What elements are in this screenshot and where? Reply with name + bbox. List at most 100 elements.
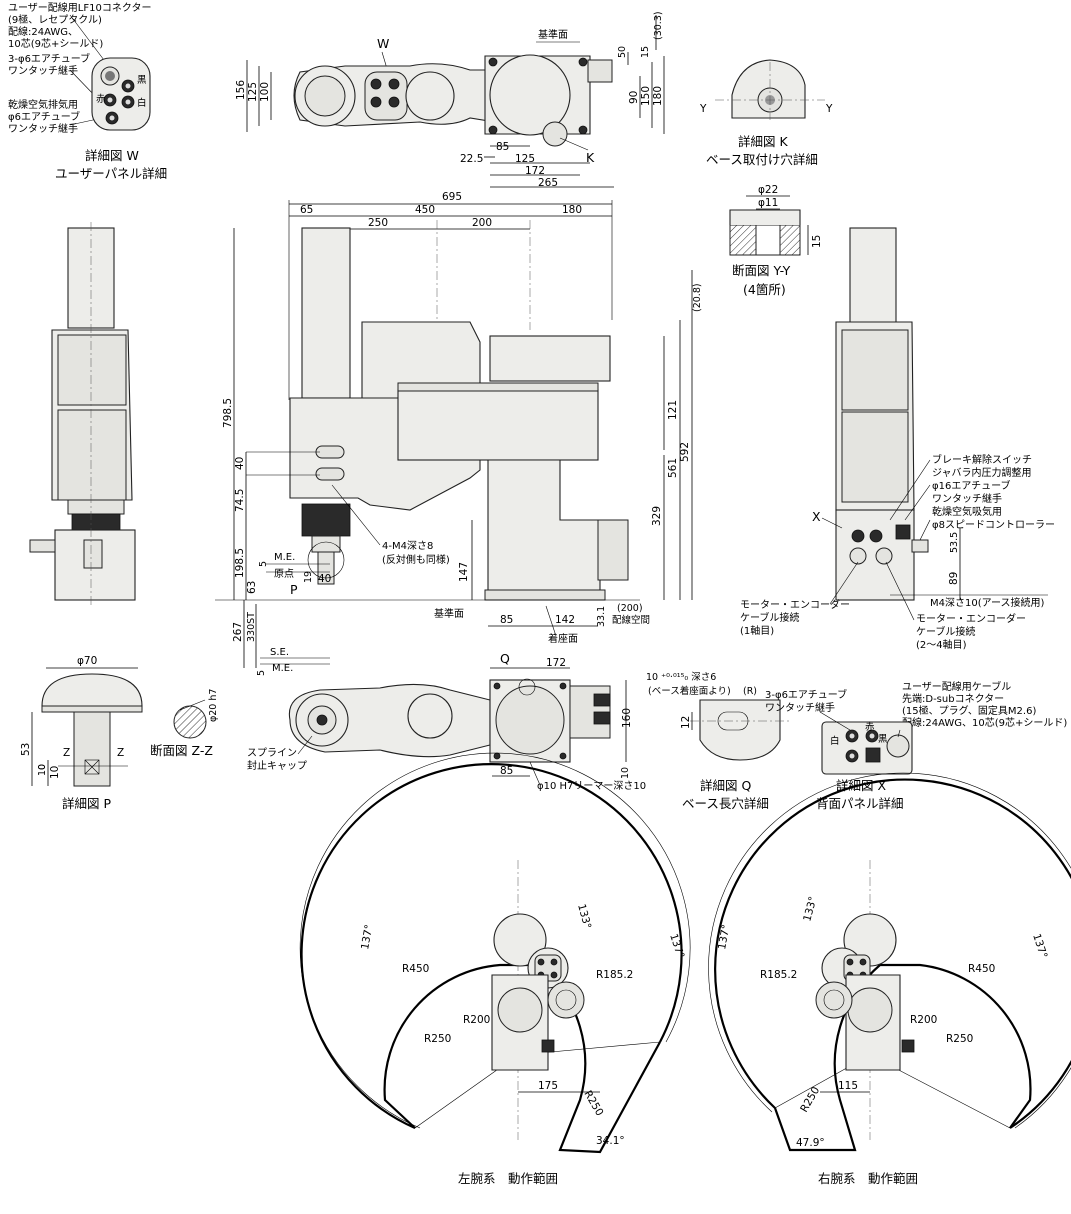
detail-q: 10 ⁺⁰·⁰¹⁵₀ 深さ6 (ベース着座面より) (R) 12 詳細図 Q ベ…: [646, 672, 790, 811]
dim-63: 63: [246, 581, 258, 594]
r185-2: R185.2: [596, 969, 633, 981]
dim-22-5: 22.5: [460, 153, 483, 165]
spline-shaft: [301, 227, 351, 399]
dim-125: 125: [247, 82, 259, 102]
detail-k-subtitle: ベース取付け穴詳細: [706, 152, 818, 167]
angle-137-left-r: 137°: [716, 924, 732, 951]
dim-450: 450: [415, 204, 435, 216]
dim-180: 180: [652, 86, 664, 106]
dim-798-5: 798.5: [222, 398, 234, 428]
me2-label: M.E.: [272, 663, 293, 674]
detail-p-title: 詳細図 P: [62, 796, 111, 811]
detail-w-note: 10芯(9芯+シールド): [8, 37, 103, 50]
dim-phi11: φ11: [758, 197, 778, 209]
dim-265: 265: [538, 177, 558, 189]
dim-19: 19: [303, 571, 314, 583]
dim-592: 592: [679, 442, 691, 462]
r450: R450: [402, 963, 429, 975]
top-view: W 基準面 K 156 125 100 (30.3) 15 50 90 150 …: [235, 11, 665, 189]
dim-85-plan: 85: [500, 765, 513, 777]
rear-panel: [835, 509, 915, 601]
dim-15-yy: 15: [811, 235, 823, 248]
angle-34-1: 34.1°: [596, 1135, 625, 1147]
dim-121: 121: [667, 400, 679, 420]
dim-250: 250: [368, 217, 388, 229]
dim-0: 0: [37, 764, 48, 770]
cable2-note: (2〜4軸目): [916, 638, 967, 651]
detail-q-title: 詳細図 Q: [700, 778, 751, 793]
range-left-title: 左腕系 動作範囲: [458, 1171, 558, 1186]
spline-cap-note: スプライン: [247, 747, 297, 759]
detail-k: Y Y 詳細図 K ベース取付け穴詳細: [699, 59, 833, 167]
detail-x-cable: ユーザー配線用ケーブル: [902, 680, 1011, 693]
seat-label: 着座面: [548, 632, 578, 645]
tube-black-label: 黒: [137, 75, 147, 86]
r250a: R250: [424, 1033, 451, 1045]
dim-175: 175: [538, 1080, 558, 1092]
section-yy-title: 断面図 Y-Y: [732, 263, 791, 278]
dim-10-plan: 10: [620, 767, 631, 779]
dim-5a: 5: [258, 561, 269, 567]
detail-w-note: φ6エアチューブ: [8, 110, 80, 123]
right-note: φ8スピードコントローラー: [932, 519, 1055, 531]
right-note: ブレーキ解除スイッチ: [932, 453, 1032, 466]
dim-267: 267: [232, 622, 244, 642]
r250b: R250: [581, 1089, 605, 1119]
dim-33-1: 33.1: [596, 606, 607, 627]
dim-40: 40: [234, 457, 246, 470]
se-label: S.E.: [270, 647, 289, 658]
robot-top-right: [815, 913, 915, 1071]
tube-red-label: 赤: [96, 94, 106, 105]
detail-x-subtitle: 背面パネル詳細: [816, 796, 904, 811]
section-zz: φ20 h7 断面図 Z-Z: [150, 689, 219, 758]
section-yy-subtitle: (4箇所): [743, 282, 786, 297]
dim-89: 89: [948, 572, 960, 585]
angle-133-r: 133°: [801, 895, 819, 923]
dim-phi70: φ70: [77, 655, 97, 667]
detail-x-white: 白: [830, 735, 840, 747]
robot-top-left: [491, 913, 585, 1071]
right-note: 乾燥空気吸気用: [932, 505, 1002, 518]
dim-10b: 10: [49, 766, 61, 779]
detail-w-note: 3-φ6エアチューブ: [8, 52, 90, 65]
detail-p: φ70 53 10 0 10 Z Z 詳細図 P: [20, 655, 143, 811]
dim-phi20h7: φ20 h7: [208, 689, 219, 722]
dim-330st: 330ST: [246, 612, 257, 642]
detail-x: 3-φ6エアチューブ ワンタッチ継手 ユーザー配線用ケーブル 先端:D-subコ…: [765, 680, 1067, 811]
dim-172: 172: [525, 165, 545, 177]
dim-200: 200: [472, 217, 492, 229]
right-note: ジャバラ内圧力調整用: [932, 466, 1032, 479]
side-view: 695 65 450 180 250 200 (20.8) 121 561 59…: [215, 191, 703, 676]
dim-115: 115: [838, 1080, 858, 1092]
detail-q-note: (ベース着座面より): [648, 685, 731, 697]
tube-white-label: 白: [137, 97, 147, 109]
front-view: [29, 222, 136, 605]
right-note: ワンタッチ継手: [932, 492, 1002, 505]
detail-x-cable: 配線:24AWG、10芯(9芯+シールド): [902, 716, 1067, 729]
dim-20-8: (20.8): [692, 283, 703, 312]
label-q: Q: [500, 651, 510, 666]
dim-phi22: φ22: [758, 184, 778, 196]
r185-2-r: R185.2: [760, 969, 797, 981]
dim-172-plan: 172: [546, 657, 566, 669]
radius-label: (R): [743, 686, 757, 697]
dim-53: 53: [20, 743, 32, 756]
m4-ground-note: M4深さ10(アース接続用): [930, 596, 1045, 609]
dim-50: 50: [617, 46, 628, 58]
angle-133: 133°: [575, 903, 593, 931]
dim-12: 12: [680, 716, 692, 729]
detail-x-cable: (15極、プラグ、固定具M2.6): [902, 704, 1036, 717]
section-z-right: Z: [117, 747, 124, 759]
detail-x-black: 黒: [878, 734, 888, 745]
dim-74-5: 74.5: [234, 489, 246, 512]
detail-q-subtitle: ベース長穴詳細: [682, 796, 769, 811]
me-label: M.E.: [274, 552, 295, 563]
dim-40b: 40: [318, 573, 331, 585]
dim-85-side: 85: [500, 614, 513, 626]
detail-w: ユーザー配線用LF10コネクター (9極、レセプタクル) 配線:24AWG、 1…: [8, 1, 167, 181]
dim-90: 90: [628, 91, 640, 104]
angle-137-right: 137°: [667, 932, 686, 960]
label-p: P: [290, 582, 298, 597]
dim-561: 561: [667, 458, 679, 478]
base-mount-hole-k: [542, 121, 568, 147]
